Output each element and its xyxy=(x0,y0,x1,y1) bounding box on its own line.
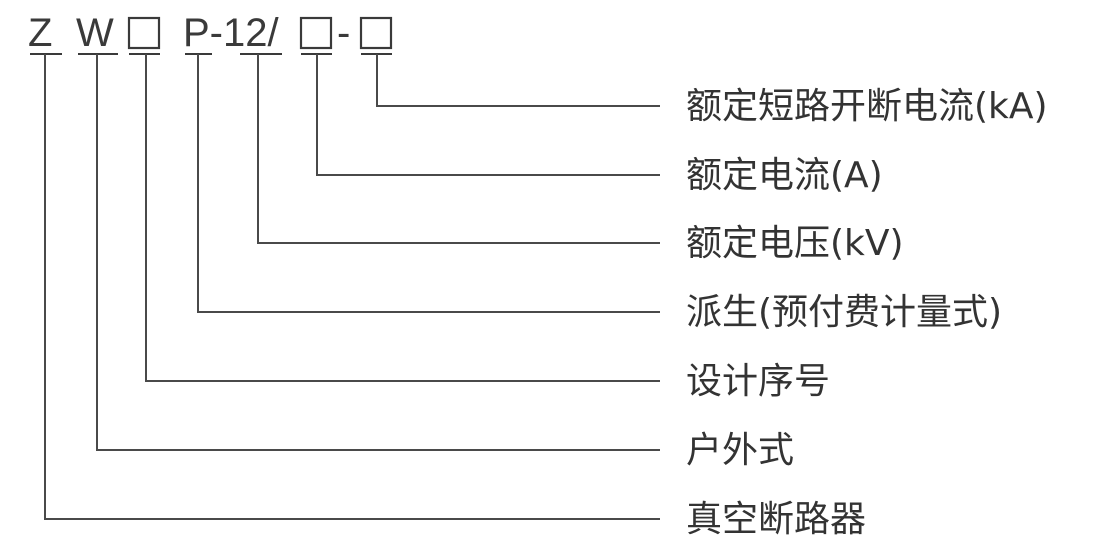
leader-breaking-current xyxy=(376,54,660,107)
code-box-design-serial xyxy=(127,16,161,50)
code-p12: P-12/ xyxy=(183,11,279,55)
model-code: Z W P-12/ - xyxy=(28,11,393,55)
code-box-breaking-current xyxy=(359,16,393,50)
leader-outdoor xyxy=(96,54,660,451)
label-outdoor-type: 户外式 xyxy=(686,430,794,471)
leader-rated-voltage xyxy=(257,54,660,244)
label-rated-current: 额定电流(A) xyxy=(686,155,883,196)
code-letter-z: Z xyxy=(28,11,52,55)
code-letter-w: W xyxy=(76,11,114,55)
leader-derivative xyxy=(197,54,660,313)
code-box-rated-current xyxy=(299,16,333,50)
label-rated-voltage: 额定电压(kV) xyxy=(686,223,904,264)
label-rated-short-circuit-breaking-current: 额定短路开断电流(kA) xyxy=(686,86,1048,127)
label-derivative: 派生(预付费计量式) xyxy=(686,292,1002,333)
label-vacuum-circuit-breaker: 真空断路器 xyxy=(686,499,866,540)
labels: 额定短路开断电流(kA) 额定电流(A) 额定电压(kV) 派生(预付费计量式)… xyxy=(686,86,1048,540)
leader-design-serial xyxy=(145,54,660,382)
leader-lines xyxy=(44,54,660,520)
leader-vacuum xyxy=(44,54,660,520)
code-dash: - xyxy=(337,11,350,55)
label-design-serial-number: 设计序号 xyxy=(686,361,830,402)
leader-rated-current xyxy=(316,54,660,176)
